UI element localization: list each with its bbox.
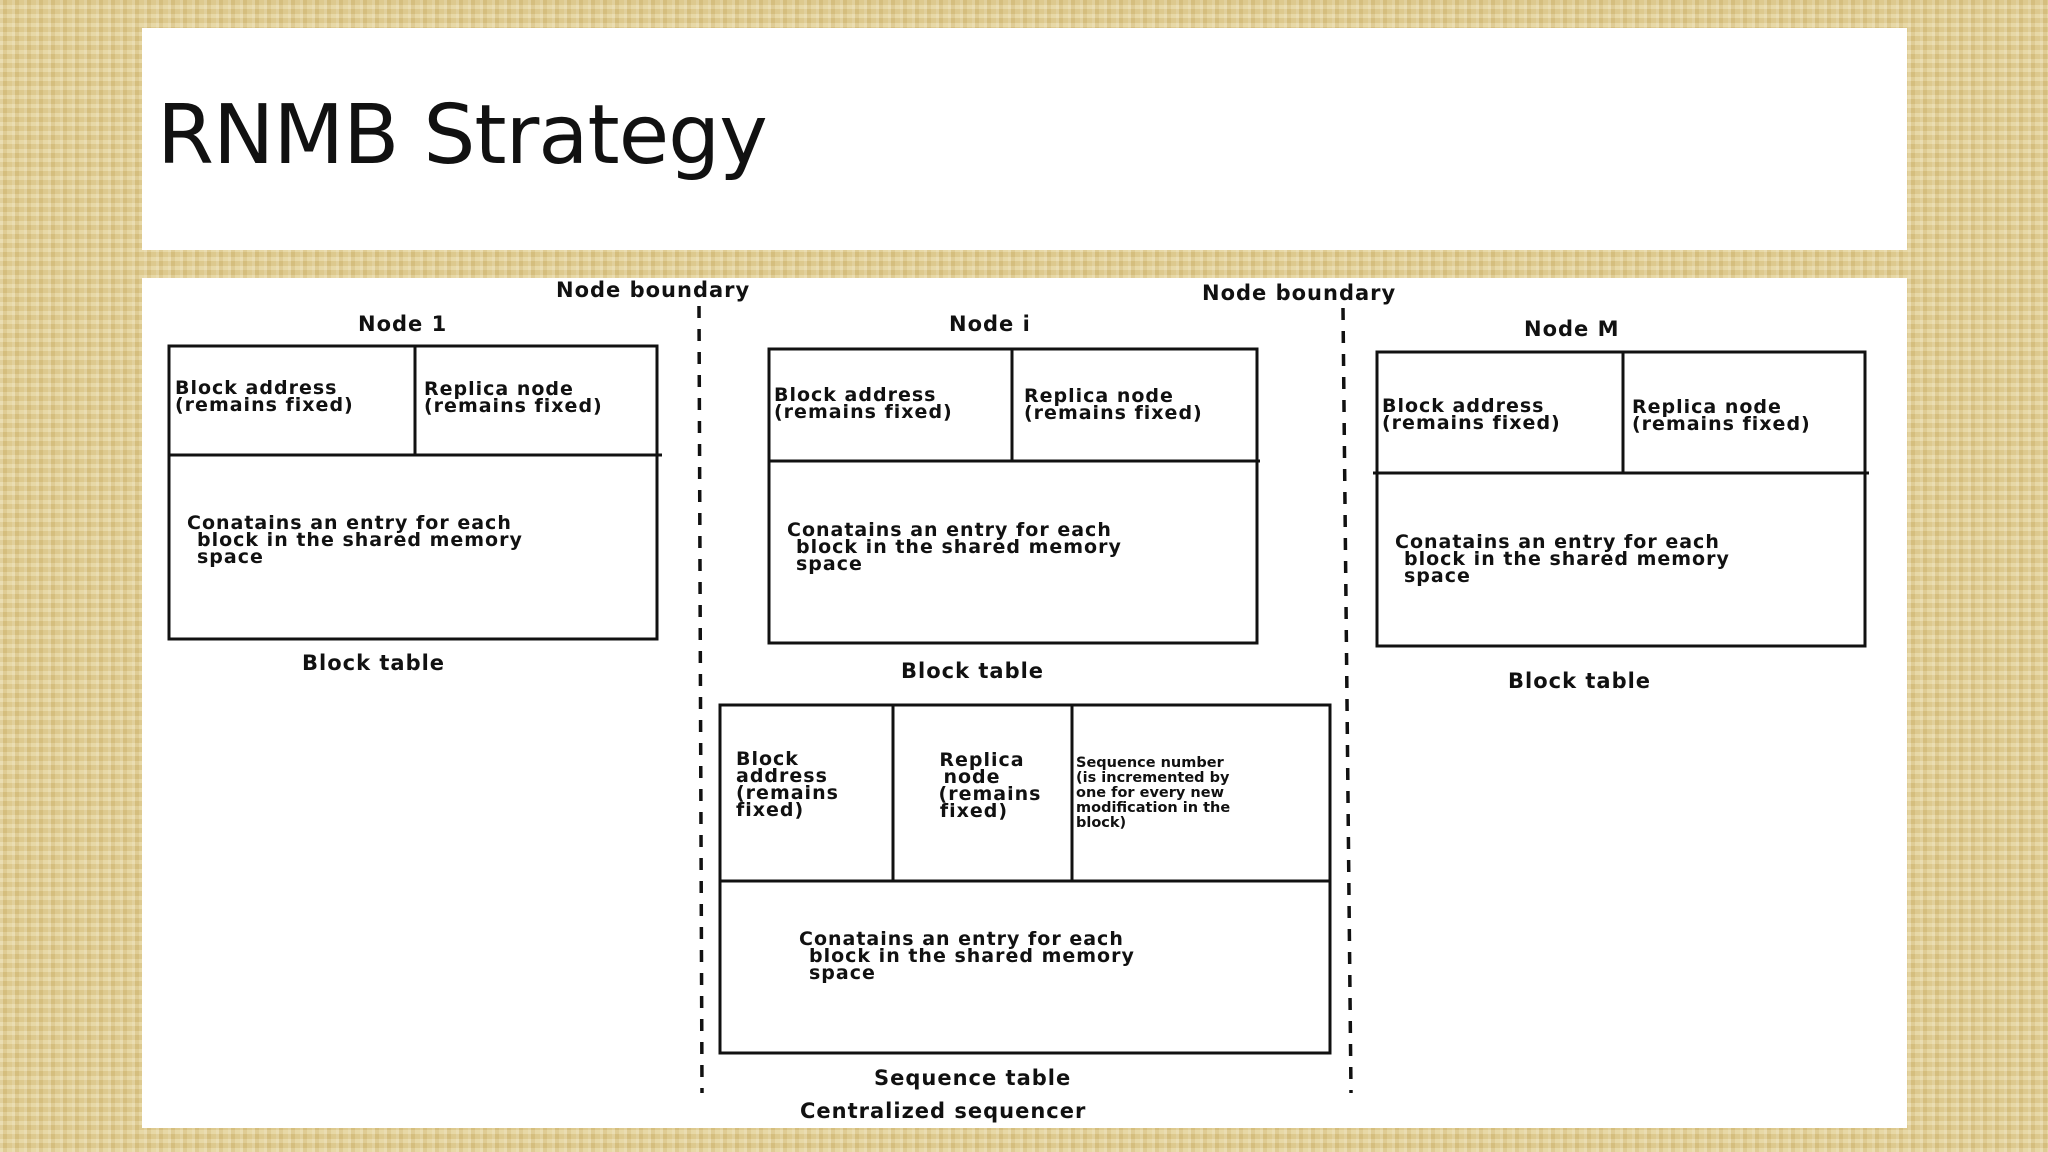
sequence-col3-line2: (is incremented by [1076,770,1230,786]
node-m-body-line2: block in the shared memory [1404,548,1730,570]
node-1-body-line2: block in the shared memory [197,529,523,551]
node-1-col2-line2: (remains fixed) [424,395,603,417]
node-1-col1-line2: (remains fixed) [175,394,354,416]
node-i-col1-line1: Block address [774,384,936,406]
node-1-body-line1: Conatains an entry for each [187,512,512,534]
node-boundary-line-2 [1341,307,1353,1094]
node-i-caption: Block table [901,659,1044,683]
sequence-col3-line4: modification in the [1076,800,1230,816]
node-m-caption: Block table [1508,669,1651,693]
node-1-group: Node 1 Block address (remains fixed) Rep… [167,312,662,675]
rnmb-diagram: Node boundary Node boundary Node 1 Block… [167,278,1869,1123]
sequence-col1-line3: (remains [736,782,839,804]
node-1-caption: Block table [302,651,445,675]
sequence-col2-line1: Replica [939,749,1024,771]
sequence-col3-line1: Sequence number [1076,755,1225,771]
node-1-title: Node 1 [358,312,447,336]
node-i-col1-line2: (remains fixed) [774,401,953,423]
node-i-body-line1: Conatains an entry for each [787,519,1112,541]
sequence-col2-line4: fixed) [940,800,1008,822]
node-i-body-line2: block in the shared memory [796,536,1122,558]
node-1-block-table [167,344,659,641]
sequence-col2-line2: node [943,766,1000,788]
node-i-body-line3: space [796,553,863,575]
node-m-col1-line1: Block address [1382,395,1544,417]
node-m-title: Node M [1524,317,1620,341]
node-m-group: Node M Block address (remains fixed) Rep… [1373,317,1869,693]
node-i-col2-line1: Replica node [1024,385,1174,407]
node-i-title: Node i [949,312,1031,336]
sequence-col3-line5: block) [1076,815,1126,831]
sequence-table-group: Block address (remains fixed) Replica no… [718,703,1332,1123]
node-m-col2-line2: (remains fixed) [1632,413,1811,435]
centralized-sequencer-label: Centralized sequencer [800,1099,1086,1123]
sequence-col3-line3: one for every new [1076,785,1224,801]
sequence-table [718,703,1332,1055]
sequence-table-caption: Sequence table [874,1066,1071,1090]
sequence-col1-line4: fixed) [736,799,804,821]
sequence-body-line3: space [809,962,876,984]
node-boundary-line-1 [697,305,704,1094]
title-panel: RNMB Strategy [142,28,1907,250]
sequence-body-line2: block in the shared memory [809,945,1135,967]
node-boundary-label-2: Node boundary [1202,281,1396,305]
sequence-col1-line1: Block [736,748,799,770]
node-boundary-label-1: Node boundary [556,278,750,302]
node-i-col2-line2: (remains fixed) [1024,402,1203,424]
node-1-col1-line1: Block address [175,377,337,399]
sequence-col1-line2: address [736,765,828,787]
node-m-body-line3: space [1404,565,1471,587]
node-i-group: Node i Block address (remains fixed) Rep… [767,312,1260,683]
node-1-col2-line1: Replica node [424,378,574,400]
node-m-col1-line2: (remains fixed) [1382,412,1561,434]
sequence-col2-line3: (remains [939,783,1042,805]
slide-title: RNMB Strategy [157,88,768,183]
node-m-body-line1: Conatains an entry for each [1395,531,1720,553]
node-m-col2-line1: Replica node [1632,396,1782,418]
node-1-body-line3: space [197,546,264,568]
node-m-block-table [1375,350,1867,648]
sequence-body-line1: Conatains an entry for each [799,928,1124,950]
diagram-panel: Node boundary Node boundary Node 1 Block… [142,278,1907,1128]
